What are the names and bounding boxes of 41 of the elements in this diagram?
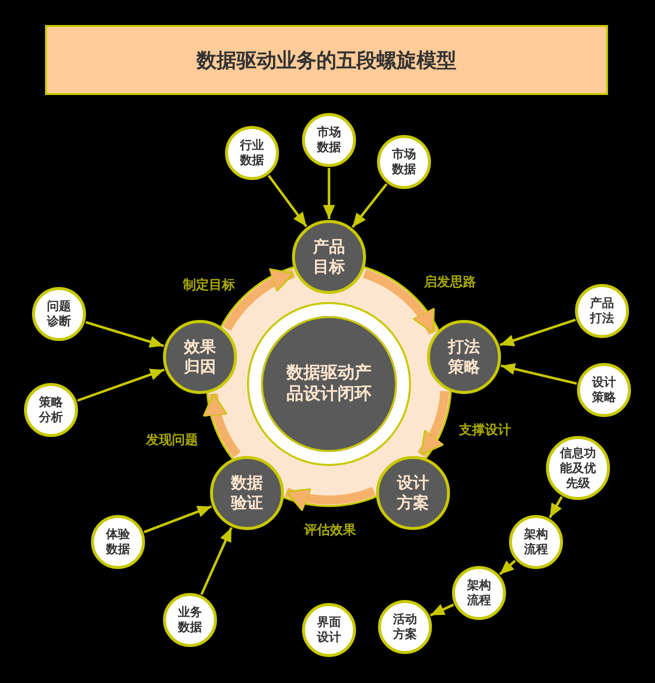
data-source-circle: 行业数据 — [225, 126, 279, 180]
data-source-circle: 市场数据 — [377, 135, 431, 189]
title-banner: 数据驱动业务的五段螺旋模型 — [45, 25, 608, 95]
edge-label: 支撑设计 — [457, 421, 513, 439]
data-source-circle: 界面设计 — [302, 603, 356, 657]
data-source-circle: 问题诊断 — [32, 287, 86, 341]
data-source-circle: 市场数据 — [302, 113, 356, 167]
arrow — [430, 604, 454, 616]
arrow — [85, 320, 164, 348]
edge-label: 发现问题 — [144, 431, 200, 449]
block-arrow — [223, 269, 296, 332]
arrow — [200, 527, 233, 595]
data-source-circle: 策略分析 — [24, 383, 78, 437]
edge-label: 启发思路 — [422, 273, 478, 291]
block-arrow — [285, 486, 376, 511]
stage-circle: 数据验证 — [210, 456, 284, 530]
edge-label: 评估效果 — [302, 521, 358, 539]
block-arrow — [417, 390, 450, 458]
data-source-circle: 架构流程 — [452, 566, 506, 620]
arrow — [144, 505, 212, 534]
data-source-circle: 架构流程 — [509, 515, 563, 569]
stage-circle: 设计方案 — [376, 456, 450, 530]
arrow — [548, 496, 563, 518]
data-source-circle: 信息功能及优先级 — [546, 436, 610, 500]
stage-circle: 打法策略 — [427, 320, 501, 394]
arrow — [500, 363, 578, 385]
stage-circle: 效果归因 — [163, 320, 237, 394]
data-source-circle: 业务数据 — [163, 593, 217, 647]
edge-label: 制定目标 — [181, 276, 237, 294]
arrow — [268, 174, 308, 228]
arrow — [499, 560, 516, 576]
data-source-circle: 活动方案 — [378, 600, 432, 654]
arrow — [352, 183, 388, 228]
arrow — [76, 368, 165, 402]
data-source-circle: 设计策略 — [577, 363, 631, 417]
data-source-circle: 产品打法 — [575, 284, 629, 338]
arrow — [323, 168, 335, 219]
block-arrow — [204, 392, 241, 458]
block-arrow — [362, 269, 437, 335]
arrow — [500, 318, 576, 346]
data-source-circle: 体验数据 — [91, 515, 145, 569]
